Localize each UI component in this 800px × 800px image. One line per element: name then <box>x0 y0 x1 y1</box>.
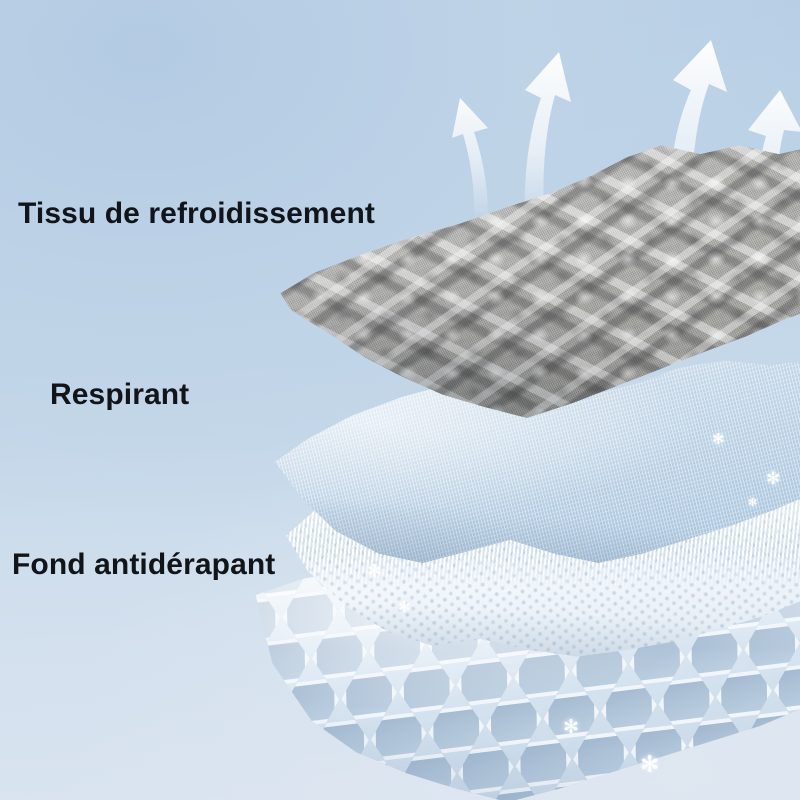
gray-layer-surface <box>280 145 800 418</box>
layer-cooling-quilted <box>258 128 800 418</box>
label-cooling-fabric: Tissu de refroidissement <box>18 197 375 230</box>
label-breathable: Respirant <box>50 378 190 411</box>
label-nonslip-base: Fond antidérapant <box>12 548 276 581</box>
gray-layer-shading <box>280 145 800 418</box>
